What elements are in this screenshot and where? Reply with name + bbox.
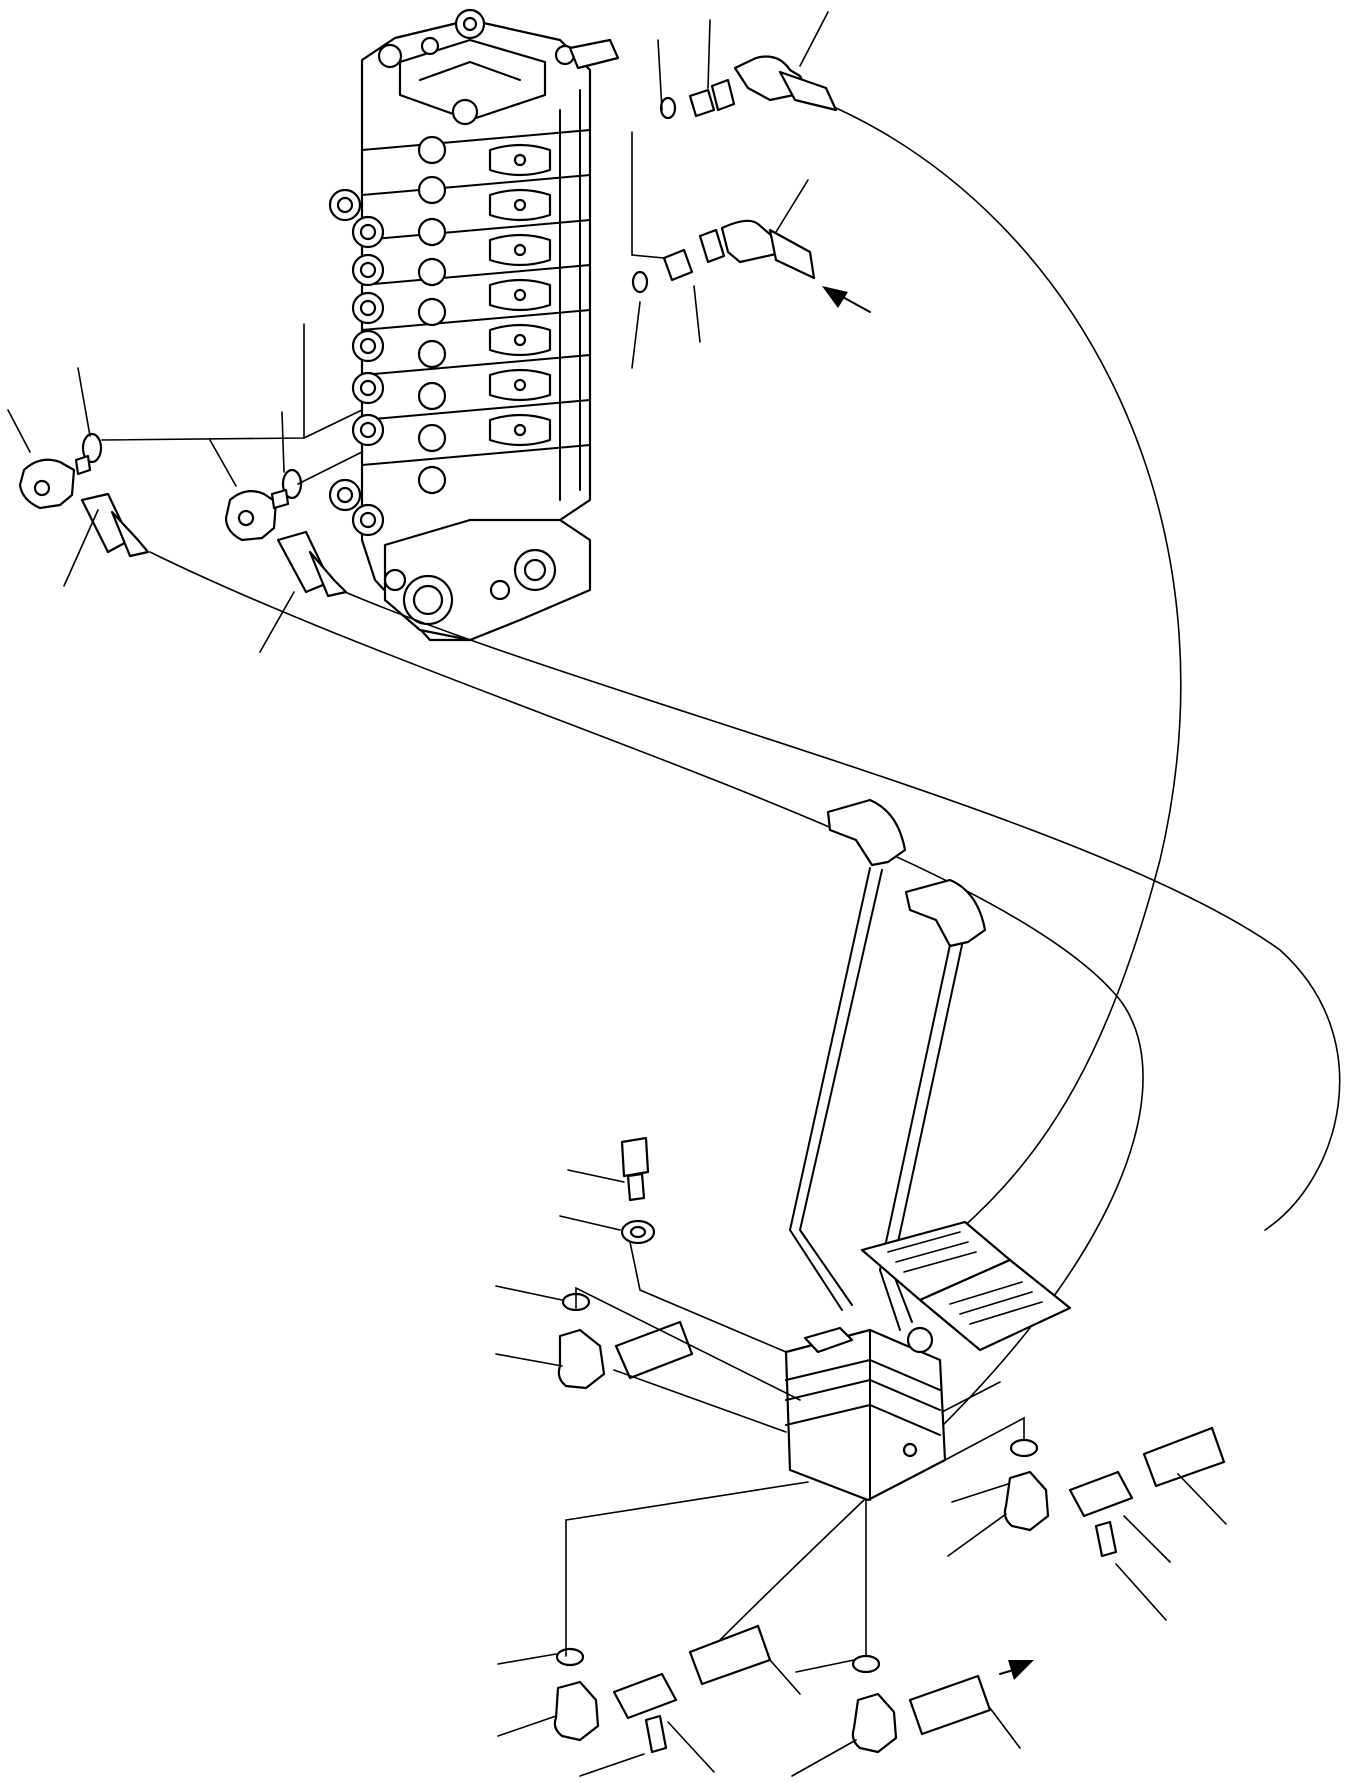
valve-sections xyxy=(328,129,591,537)
left-pilot-fittings xyxy=(18,432,348,598)
mounting-bolt xyxy=(620,1136,650,1202)
pilot-hoses xyxy=(149,107,1341,1641)
washer xyxy=(620,1219,656,1245)
control-valve xyxy=(328,8,620,642)
travel-pedal-valve xyxy=(784,798,1072,1502)
lower-fittings xyxy=(553,1292,1226,1754)
upper-pilot-fittings xyxy=(631,55,871,313)
callout-lines xyxy=(7,11,1227,1777)
